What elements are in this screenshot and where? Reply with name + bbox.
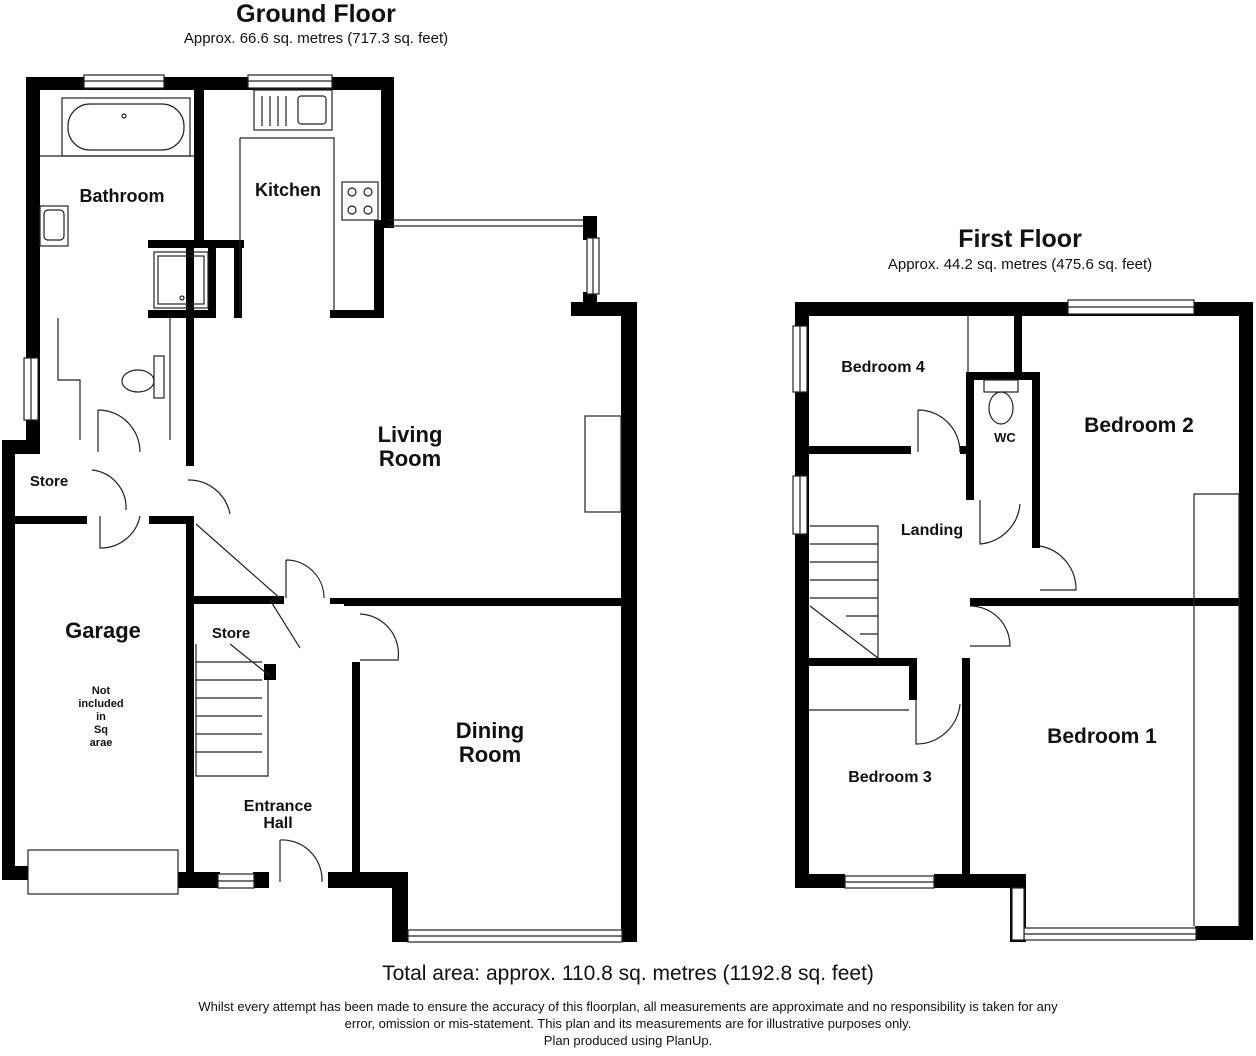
label-store-left: Store bbox=[30, 473, 68, 490]
total-area: Total area: approx. 110.8 sq. metres (11… bbox=[382, 962, 874, 985]
label-garage-note-5: arae bbox=[90, 737, 113, 749]
label-garage-note-3: in bbox=[96, 711, 106, 723]
label-bathroom: Bathroom bbox=[80, 186, 165, 206]
label-garage-note-4: Sq bbox=[94, 724, 108, 736]
first-floor-fixtures bbox=[792, 299, 1240, 941]
label-entrance-hall-1: Entrance bbox=[244, 798, 313, 815]
label-bedroom-1: Bedroom 1 bbox=[1047, 725, 1157, 748]
label-bedroom-2: Bedroom 2 bbox=[1084, 414, 1194, 437]
label-living-room-2: Room bbox=[379, 446, 441, 471]
label-dining-room-1: Dining bbox=[456, 718, 524, 743]
first-floor-area: Approx. 44.2 sq. metres (475.6 sq. feet) bbox=[887, 256, 1153, 273]
label-kitchen: Kitchen bbox=[255, 180, 321, 200]
disclaimer-line-3: Plan produced using PlanUp. bbox=[543, 1033, 713, 1048]
label-garage-note-2: included bbox=[78, 698, 123, 710]
disclaimer-line-2: error, omission or mis-statement. This p… bbox=[344, 1016, 912, 1031]
label-living-room-1: Living bbox=[378, 422, 443, 447]
label-bedroom-4: Bedroom 4 bbox=[841, 359, 925, 376]
ground-floor-title: Ground Floor bbox=[236, 0, 396, 28]
disclaimer-line-1: Whilst every attempt has been made to en… bbox=[198, 999, 1058, 1014]
label-bedroom-3: Bedroom 3 bbox=[848, 769, 932, 786]
label-wc: WC bbox=[994, 430, 1016, 445]
label-entrance-hall-2: Hall bbox=[263, 815, 292, 832]
first-floor-title: First Floor bbox=[958, 225, 1082, 253]
label-landing: Landing bbox=[901, 522, 963, 539]
ground-floor-plan bbox=[2, 77, 637, 942]
label-store-stairs: Store bbox=[212, 625, 250, 642]
label-garage-note-1: Not bbox=[92, 685, 111, 697]
label-garage: Garage bbox=[65, 618, 141, 643]
ground-floor-area: Approx. 66.6 sq. metres (717.3 sq. feet) bbox=[183, 30, 449, 47]
label-dining-room-2: Room bbox=[459, 742, 521, 767]
first-floor-plan bbox=[795, 302, 1253, 942]
ground-floor-fixtures bbox=[23, 74, 623, 943]
